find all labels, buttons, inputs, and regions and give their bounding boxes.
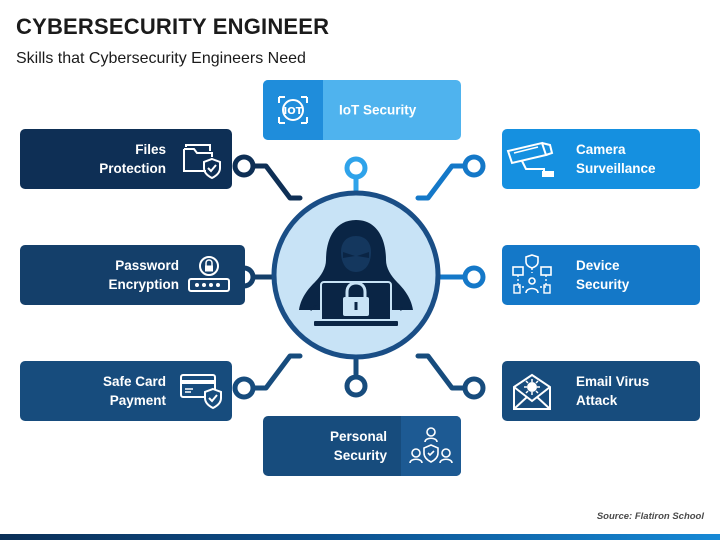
connector-safecard <box>249 353 303 391</box>
connector-node-personal <box>344 374 368 398</box>
svg-text:IOT: IOT <box>283 106 302 117</box>
safe-card-payment-label-line2: Payment <box>109 393 166 408</box>
email-virus-icon <box>513 373 551 410</box>
safe-card-payment-label-line1: Safe Card <box>102 374 166 389</box>
password-encryption-label-line1: Password <box>115 258 179 273</box>
connector-node-device <box>462 265 486 289</box>
device-network-icon <box>512 254 552 294</box>
password-lock-icon <box>188 256 230 292</box>
camera-surveillance-label-line2: Surveillance <box>576 161 656 176</box>
page-subtitle: Skills that Cybersecurity Engineers Need <box>16 50 306 67</box>
connector-node-iot <box>344 156 368 180</box>
skill-card-files-protection: Files Protection <box>20 129 232 189</box>
files-protection-label-line1: Files <box>135 142 166 157</box>
connector-node-camera <box>462 154 486 178</box>
connector-node-files <box>232 154 256 178</box>
hooded-hacker-laptop-icon <box>271 190 441 360</box>
personal-security-label-line1: Personal <box>329 429 387 444</box>
password-encryption-label-line2: Encryption <box>108 277 179 292</box>
skill-card-email-virus-attack: Email Virus Attack <box>502 361 700 421</box>
skill-card-iot-security: IOT IoT Security <box>263 80 461 140</box>
footer-bar <box>0 534 720 540</box>
connector-node-safecard <box>232 376 256 400</box>
page-title: CYBERSECURITY ENGINEER <box>16 14 330 39</box>
skill-card-safe-card-payment: Safe Card Payment <box>20 361 232 421</box>
device-security-label-line2: Security <box>576 277 630 292</box>
connector-email <box>415 353 469 391</box>
skill-card-password-encryption: Password Encryption <box>20 245 245 305</box>
folder-shield-icon <box>183 144 221 179</box>
iot-security-label: IoT Security <box>339 102 417 118</box>
connector-files <box>249 163 303 201</box>
center-hacker-circle <box>271 190 441 360</box>
skill-card-camera-surveillance: Camera Surveillance <box>502 129 700 189</box>
cctv-camera-icon <box>506 141 554 177</box>
email-virus-attack-label-line2: Attack <box>576 393 618 408</box>
connector-camera <box>415 163 469 201</box>
connector-node-email <box>462 376 486 400</box>
users-shield-icon <box>409 427 453 464</box>
files-protection-label-line2: Protection <box>99 161 166 176</box>
skill-card-personal-security: Personal Security <box>263 416 461 476</box>
card-shield-icon <box>180 374 222 410</box>
email-virus-attack-label-line1: Email Virus <box>576 374 650 389</box>
device-security-label-line1: Device <box>576 258 620 273</box>
camera-surveillance-label-line1: Camera <box>576 142 626 157</box>
skill-card-device-security: Device Security <box>502 245 700 305</box>
personal-security-label-line2: Security <box>333 448 387 463</box>
iot-icon: IOT <box>278 96 308 124</box>
source-credit: Source: Flatiron School <box>596 511 704 522</box>
